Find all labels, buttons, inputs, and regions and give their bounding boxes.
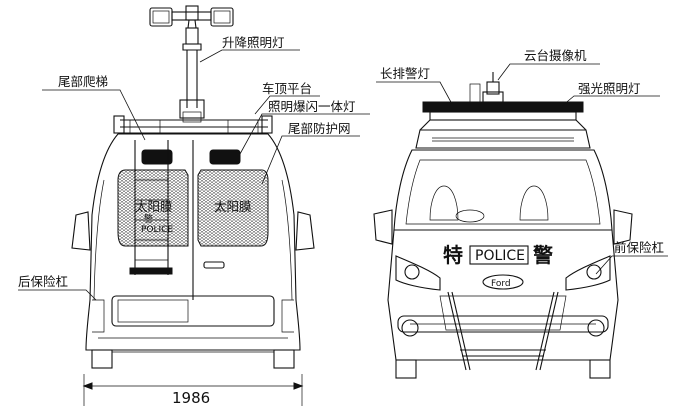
label-lift-light: 升降照明灯 <box>222 35 285 50</box>
front-ford-badge: Ford <box>491 279 511 289</box>
rear-police-cn: 警 <box>144 213 153 225</box>
front-jing-char: 警 <box>533 243 553 267</box>
long-warning-light-bar <box>419 101 587 131</box>
label-front-bumper: 前保险杠 <box>614 240 664 255</box>
label-rear-ladder: 尾部爬梯 <box>58 74 108 89</box>
callouts: 升降照明灯 尾部爬梯 车顶平台 照明爆闪一体灯 尾部防护网 后保险杠 长排警灯 … <box>18 35 668 301</box>
label-strong-light: 强光照明灯 <box>578 81 641 96</box>
front-bumper-guard <box>397 291 609 371</box>
rear-ladder <box>129 140 173 275</box>
label-rear-bumper: 后保险杠 <box>18 274 68 289</box>
rear-body <box>71 133 315 369</box>
front-body <box>373 129 633 379</box>
rear-police-en: POLICE <box>141 225 173 235</box>
front-police-text: POLICE <box>475 248 525 264</box>
rear-film-left: 太阳膜 <box>135 199 173 214</box>
label-rear-guard-net: 尾部防护网 <box>288 121 351 136</box>
rear-film-right: 太阳膜 <box>214 199 252 214</box>
width-dimension: 1986 <box>82 374 304 407</box>
label-long-warning-light: 长排警灯 <box>380 66 430 81</box>
rear-view: 太阳膜 太阳膜 警 POLICE 1986 <box>71 5 315 407</box>
label-ptz-camera: 云台摄像机 <box>524 48 587 63</box>
front-view: 特 POLICE 警 Ford <box>373 72 633 379</box>
label-roof-platform: 车顶平台 <box>262 81 312 96</box>
front-te-char: 特 <box>443 243 463 267</box>
ptz-camera <box>469 72 504 103</box>
label-flash-light: 照明爆闪一体灯 <box>268 99 356 114</box>
police-plate <box>469 245 529 265</box>
width-value: 1986 <box>172 389 210 407</box>
lift-light-head <box>149 5 234 51</box>
lift-mast <box>179 50 205 123</box>
roof-platform <box>113 115 273 134</box>
